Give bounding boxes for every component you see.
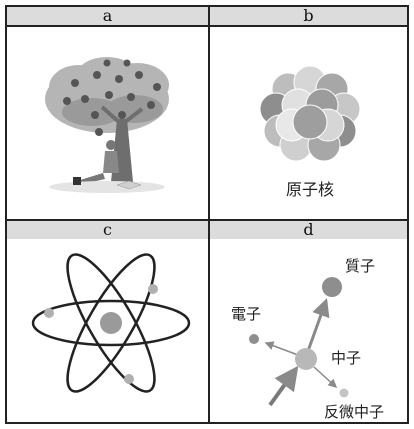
proton-label: 質子: [345, 257, 375, 275]
proton-particle: [322, 277, 342, 297]
panel-d-header: d: [210, 221, 407, 239]
newton-apple-tree-illustration: [45, 57, 169, 193]
panel-d: 質子 電子 中子 反微中子: [210, 239, 407, 422]
neutron-label: 中子: [331, 349, 361, 367]
beta-decay-diagram: 質子 電子 中子 反微中子: [231, 257, 384, 421]
column-divider: [208, 7, 210, 422]
electron-2: [44, 308, 54, 318]
orbit-right: [66, 253, 156, 393]
orbit-left: [66, 253, 156, 393]
panel-c-header: c: [7, 221, 208, 239]
incoming-arrow: [268, 365, 299, 407]
electron-3: [124, 374, 134, 384]
panel-grid: a b c d: [5, 5, 409, 424]
electron-1: [148, 284, 158, 294]
nucleus-diagram: 原子核: [259, 65, 361, 199]
arrow-to-antineutrino: [313, 366, 338, 389]
nucleus-cluster: [259, 65, 361, 162]
header-divider-top: [7, 25, 407, 27]
orbit-horizontal: [31, 299, 191, 347]
antineutrino-particle: [339, 388, 349, 398]
neutron-particle: [295, 348, 317, 370]
atom-model-diagram: [31, 253, 191, 393]
panel-a: [7, 27, 208, 219]
electron-label: 電子: [231, 305, 261, 323]
panel-a-header: a: [7, 7, 208, 25]
panel-c: [7, 239, 208, 422]
arrow-to-proton: [306, 298, 330, 352]
atom-nucleus: [100, 312, 122, 334]
arrow-to-electron: [264, 341, 299, 356]
nucleus-label: 原子核: [286, 180, 334, 199]
row-divider: [7, 219, 407, 221]
falling-apple: [95, 128, 103, 136]
panel-b: 原子核: [210, 27, 407, 219]
antineutrino-label: 反微中子: [324, 403, 384, 421]
electron-particle: [249, 334, 259, 344]
panel-b-header: b: [210, 7, 407, 25]
